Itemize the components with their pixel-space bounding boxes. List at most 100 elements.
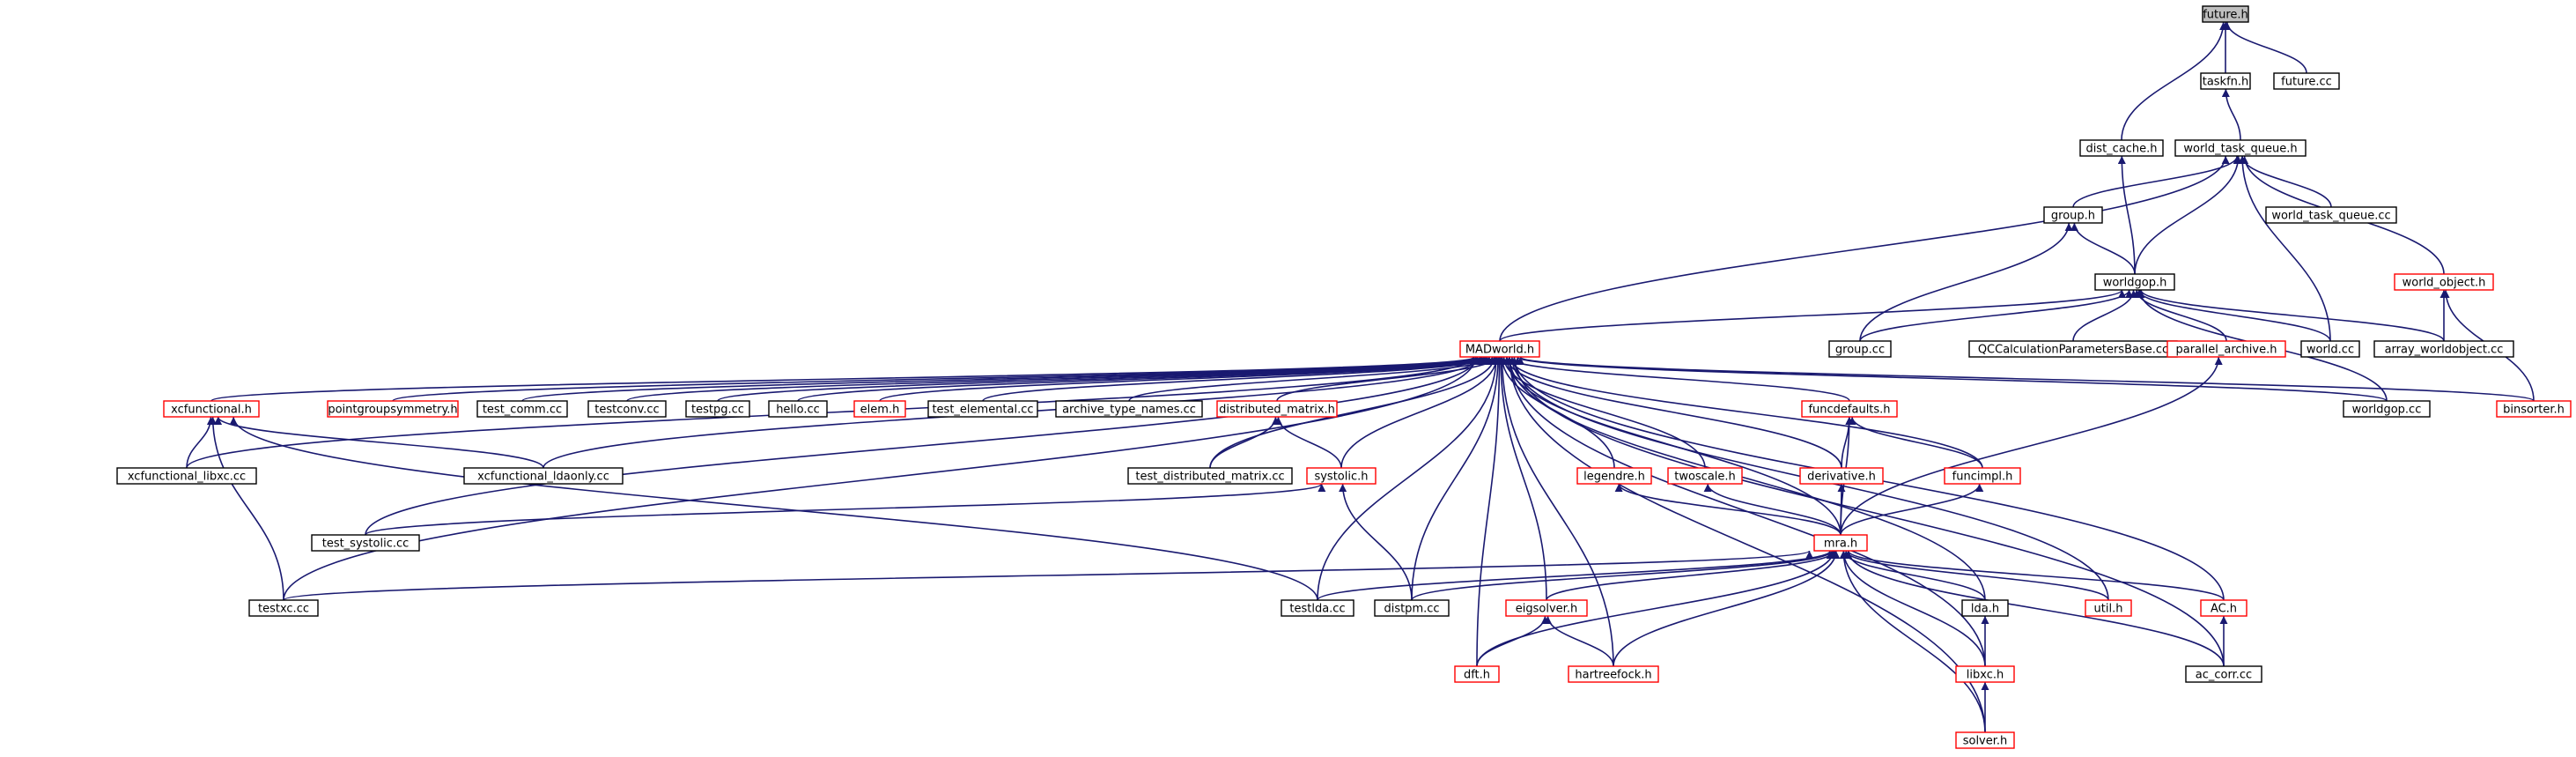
- node-madworld-h[interactable]: MADworld.h: [1459, 340, 1540, 358]
- node-hello-cc[interactable]: hello.cc: [768, 400, 828, 418]
- node-box: [2265, 206, 2397, 224]
- node-world-cc[interactable]: world.cc: [2300, 340, 2360, 358]
- edge-line: [1859, 222, 2073, 342]
- node-box: [2079, 139, 2164, 157]
- node-label: test_comm.cc: [483, 404, 562, 417]
- node-box: [2094, 273, 2175, 291]
- node-label: worldgop.cc: [2352, 404, 2422, 417]
- edge-world_cc-to-world_task_queue_h: [2238, 155, 2331, 342]
- edge-line: [1317, 356, 1501, 601]
- node-label: testxc.cc: [258, 603, 309, 616]
- node-systolic-h[interactable]: systolic.h: [1306, 467, 1377, 485]
- node-future-cc[interactable]: future.cc: [2273, 72, 2340, 90]
- node-world-task-queue-cc[interactable]: world_task_queue.cc: [2265, 206, 2397, 224]
- edge-world_task_queue_cc-to-world_task_queue_h: [2238, 155, 2332, 208]
- node-legendre-h[interactable]: legendre.h: [1576, 467, 1652, 485]
- node-dist-cache-h[interactable]: dist_cache.h: [2079, 139, 2164, 157]
- node-box: [927, 400, 1038, 418]
- node-group-h[interactable]: group.h: [2043, 206, 2103, 224]
- edge-systolic_h-to-madworld_h: [1340, 356, 1501, 469]
- node-label: MADworld.h: [1465, 344, 1534, 357]
- node-label: util.h: [2094, 603, 2123, 616]
- node-funcimpl-h[interactable]: funcimpl.h: [1944, 467, 2021, 485]
- node-testxc-cc[interactable]: testxc.cc: [248, 599, 319, 617]
- node-xcfunctional-h[interactable]: xcfunctional.h: [163, 400, 260, 418]
- node-label: xcfunctional_libxc.cc: [128, 471, 246, 484]
- node-test-distributed-matrix-cc[interactable]: test_distributed_matrix.cc: [1127, 467, 1293, 485]
- node-array-worldobject-cc[interactable]: array_worldobject.cc: [2373, 340, 2514, 358]
- node-world-object-h[interactable]: world_object.h: [2394, 273, 2494, 291]
- edge-line: [1505, 356, 1986, 601]
- node-libxc-h[interactable]: libxc.h: [1955, 665, 2015, 683]
- node-box: [1281, 599, 1354, 617]
- edge-line: [1209, 416, 1280, 469]
- node-label: taskfn.h: [2203, 76, 2249, 89]
- node-ac-corr-cc[interactable]: ac_corr.cc: [2185, 665, 2262, 683]
- node-box: [685, 400, 750, 418]
- node-dft-h[interactable]: dft.h: [1454, 665, 1500, 683]
- edge-qccalc-to-worldgop_h: [2072, 289, 2138, 342]
- node-worldgop-cc[interactable]: worldgop.cc: [2343, 400, 2431, 418]
- node-taskfn-h[interactable]: taskfn.h: [2200, 72, 2251, 90]
- node-box: [1828, 340, 1892, 358]
- node-qccalc[interactable]: QCCalculationParametersBase.cc: [1968, 340, 2178, 358]
- edge-line: [1859, 289, 2134, 342]
- edge-line: [1840, 483, 1984, 536]
- node-funcdefaults-h[interactable]: funcdefaults.h: [1801, 400, 1898, 418]
- node-box: [1801, 400, 1898, 418]
- node-binsorter-h[interactable]: binsorter.h: [2496, 400, 2572, 418]
- edge-distpm_cc-to-madworld_h: [1411, 356, 1502, 601]
- node-label: solver.h: [1963, 735, 2008, 748]
- node-distributed-matrix-h[interactable]: distributed_matrix.h: [1216, 400, 1338, 418]
- node-twoscale-h[interactable]: twoscale.h: [1667, 467, 1743, 485]
- edge-line: [2238, 155, 2331, 342]
- node-elem-h[interactable]: elem.h: [853, 400, 906, 418]
- edge-test_systolic_cc-to-systolic_h: [365, 483, 1325, 536]
- edge-line: [2223, 21, 2307, 74]
- node-eigsolver-h[interactable]: eigsolver.h: [1505, 599, 1588, 617]
- node-testpg-cc[interactable]: testpg.cc: [685, 400, 750, 418]
- edge-group_cc-to-group_h: [1859, 222, 2073, 342]
- node-worldgop-h[interactable]: worldgop.h: [2094, 273, 2175, 291]
- node-lda-h[interactable]: lda.h: [1961, 599, 2009, 617]
- node-parallel-archive-h[interactable]: parallel_archive.h: [2166, 340, 2286, 358]
- edge-line: [1614, 483, 1842, 536]
- edge-line: [1340, 356, 1501, 469]
- node-box: [2185, 665, 2262, 683]
- node-util-h[interactable]: util.h: [2085, 599, 2132, 617]
- node-archive-type-names-cc[interactable]: archive_type_names.cc: [1055, 400, 1203, 418]
- edge-line: [283, 550, 1813, 601]
- node-box: [311, 534, 420, 552]
- node-mra-h[interactable]: mra.h: [1813, 534, 1868, 552]
- node-testconv-cc[interactable]: testconv.cc: [587, 400, 667, 418]
- node-label: world.cc: [2307, 344, 2354, 357]
- node-distpm-cc[interactable]: distpm.cc: [1374, 599, 1450, 617]
- node-world-task-queue-h[interactable]: world_task_queue.h: [2174, 139, 2307, 157]
- node-ac-h[interactable]: AC.h: [2200, 599, 2248, 617]
- node-box: [2373, 340, 2514, 358]
- node-future-h[interactable]: future.h: [2202, 5, 2249, 23]
- edge-dft_h-to-mra_h: [1476, 550, 1838, 667]
- node-pointgroupsymmetry-h[interactable]: pointgroupsymmetry.h: [327, 400, 459, 418]
- node-hartreefock-h[interactable]: hartreefock.h: [1568, 665, 1659, 683]
- node-test-systolic-cc[interactable]: test_systolic.cc: [311, 534, 420, 552]
- node-test-elemental-cc[interactable]: test_elemental.cc: [927, 400, 1038, 418]
- edge-testxc_cc-to-mra_h: [283, 550, 1813, 601]
- node-test-comm-cc[interactable]: test_comm.cc: [476, 400, 568, 418]
- node-group-cc[interactable]: group.cc: [1828, 340, 1892, 358]
- node-solver-h[interactable]: solver.h: [1955, 731, 2015, 749]
- edge-binsorter_h-to-madworld_h: [1517, 356, 2535, 402]
- node-box: [1576, 467, 1652, 485]
- node-label: future.cc: [2281, 76, 2332, 89]
- node-label: worldgop.h: [2103, 277, 2167, 290]
- node-label: test_elemental.cc: [932, 404, 1033, 417]
- edge-testlda_cc-to-mra_h: [1317, 550, 1834, 601]
- node-xcfunctional-ldaonly-cc[interactable]: xcfunctional_ldaonly.cc: [463, 467, 624, 485]
- node-xcfunctional-libxc-cc[interactable]: xcfunctional_libxc.cc: [116, 467, 257, 485]
- node-label: AC.h: [2211, 603, 2237, 616]
- node-testlda-cc[interactable]: testlda.cc: [1281, 599, 1354, 617]
- node-box: [163, 400, 260, 418]
- node-derivative-h[interactable]: derivative.h: [1799, 467, 1884, 485]
